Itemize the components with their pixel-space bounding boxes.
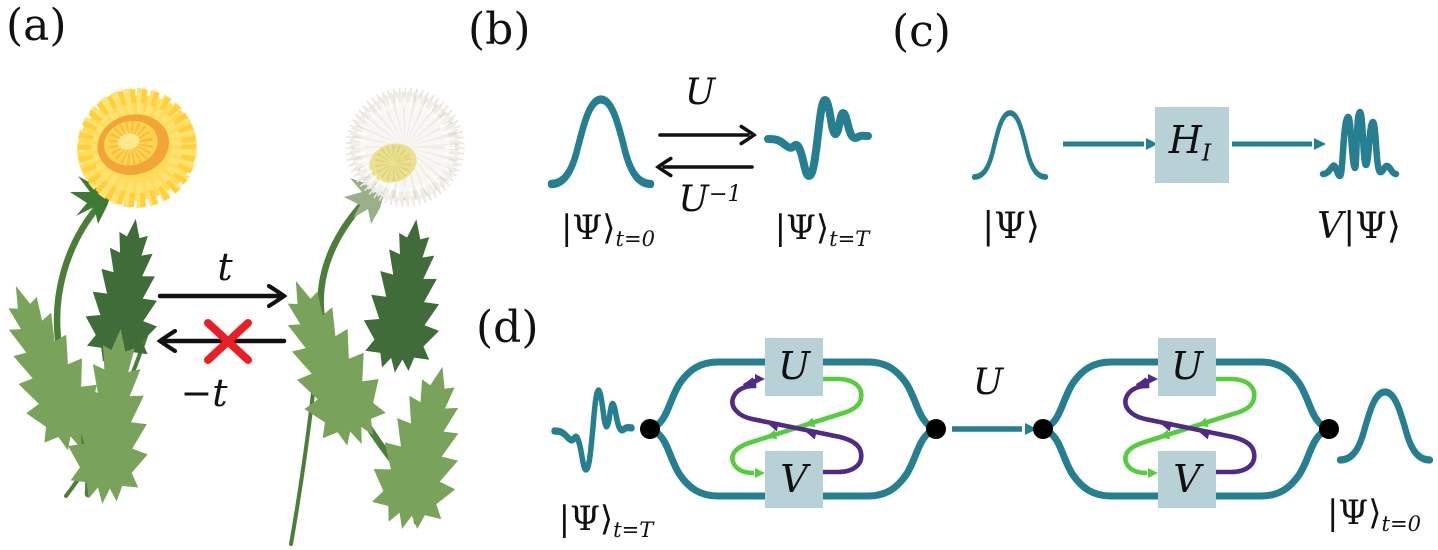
hamiltonian-label: HI [1169, 121, 1211, 165]
leaf-dark-right-plant [357, 213, 455, 378]
u-inverse-base: U [678, 179, 709, 220]
ket-final-subscript: t=T [829, 225, 870, 251]
hamiltonian-base: H [1168, 117, 1202, 162]
time-backward-label: −t [180, 371, 228, 415]
ket-left-base: |Ψ⟩ [558, 499, 614, 540]
ket-initial-subscript: t=0 [615, 225, 656, 251]
ket-out-label: V|Ψ⟩ [1317, 209, 1401, 245]
ket-final-base: |Ψ⟩ [774, 208, 830, 249]
panel-b-diagram [550, 98, 869, 185]
ket-left-subscript: t=T [613, 516, 654, 542]
link-operator-label: U [972, 362, 1004, 403]
ket-right-subscript: t=0 [1381, 510, 1422, 536]
ket-out-prefix: V [1317, 206, 1344, 247]
dandelion-flower-plant [0, 88, 197, 509]
hamiltonian-subscript: I [1201, 138, 1212, 167]
u-gate-left-label: U [777, 344, 811, 388]
gaussian-wavepacket-c [973, 112, 1047, 178]
panel-a-illustration [0, 87, 484, 546]
leaf-dark-left-plant [79, 213, 172, 372]
hamiltonian-box [1155, 107, 1229, 183]
u-inverse-exponent: −1 [708, 180, 742, 207]
gaussian-wavepacket-d [1339, 391, 1431, 461]
arrow-out-of-hamiltonian [1232, 138, 1326, 150]
evolution-inverse-arrow [656, 156, 754, 178]
panel-a-label: (a) [6, 0, 67, 51]
gaussian-wavepacket-b [550, 98, 652, 185]
time-forward-arrow [157, 286, 284, 306]
panel-d-label: (d) [476, 302, 539, 353]
comb-wavepacket-c [1322, 111, 1397, 177]
panel-c-diagram [973, 107, 1397, 183]
operator-u-label: U [684, 72, 716, 113]
flower-calyx [70, 176, 112, 224]
ket-in-base: |Ψ⟩ [982, 206, 1040, 247]
arrow-into-hamiltonian [1063, 138, 1158, 150]
dandelion-flower-head [77, 88, 197, 208]
ket-initial-label: |Ψ⟩t=0 [561, 211, 655, 249]
panel-b-label: (b) [468, 4, 531, 55]
operator-u-inverse-label: U−1 [678, 182, 741, 218]
ket-initial-base: |Ψ⟩ [560, 208, 616, 249]
link-arrow-u [952, 423, 1037, 435]
scrambled-wavepacket-b [767, 99, 869, 177]
ket-final-label: |Ψ⟩t=T [775, 211, 870, 249]
evolution-forward-arrow [658, 124, 756, 146]
panel-d-circuit [553, 338, 1431, 508]
ket-left-label: |Ψ⟩t=T [559, 502, 654, 540]
ket-out-base: |Ψ⟩ [1343, 206, 1401, 247]
u-gate-right-label: U [1170, 344, 1204, 388]
scrambled-wavepacket-d [553, 390, 633, 470]
panel-c-label: (c) [892, 6, 951, 57]
forbidden-red-cross-icon [204, 319, 252, 364]
ket-in-label: |Ψ⟩ [982, 209, 1040, 245]
dandelion-seed-plant [258, 87, 484, 546]
v-gate-left-label: V [780, 457, 808, 501]
time-forward-label: t [217, 245, 233, 289]
dandelion-puffball-head [345, 87, 465, 207]
v-gate-right-label: V [1173, 457, 1201, 501]
ket-right-label: |Ψ⟩t=0 [1327, 496, 1421, 534]
ket-right-base: |Ψ⟩ [1326, 493, 1382, 534]
